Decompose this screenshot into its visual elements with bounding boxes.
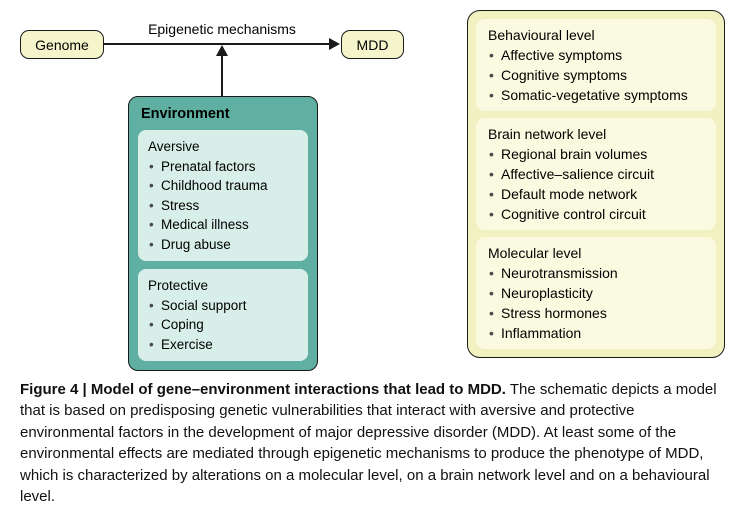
list-item: Affective–salience circuit <box>488 164 704 184</box>
brain-network-level-list: Regional brain volumes Affective–salienc… <box>488 144 704 224</box>
molecular-level-section: Molecular level Neurotransmission Neurop… <box>476 237 716 349</box>
list-item: Stress hormones <box>488 303 704 323</box>
molecular-level-title: Molecular level <box>488 245 582 261</box>
phenotype-box: Behavioural level Affective symptoms Cog… <box>467 10 725 358</box>
mdd-node: MDD <box>341 30 404 59</box>
list-item: Neurotransmission <box>488 263 704 283</box>
list-item: Drug abuse <box>148 235 298 255</box>
caption-body: The schematic depicts a model that is ba… <box>20 381 717 506</box>
protective-title: Protective <box>148 278 209 293</box>
caption-title: Figure 4 | Model of gene–environment int… <box>20 381 506 398</box>
mdd-label: MDD <box>356 36 389 53</box>
arrowhead-right-icon <box>329 38 340 50</box>
genome-to-mdd-arrow-line <box>103 43 330 45</box>
list-item: Coping <box>148 315 298 335</box>
genome-label: Genome <box>35 36 89 53</box>
list-item: Affective symptoms <box>488 45 704 65</box>
aversive-title: Aversive <box>148 139 200 154</box>
list-item: Childhood trauma <box>148 176 298 196</box>
molecular-level-list: Neurotransmission Neuroplasticity Stress… <box>488 263 704 343</box>
aversive-list: Prenatal factors Childhood trauma Stress… <box>148 157 298 255</box>
list-item: Medical illness <box>148 215 298 235</box>
list-item: Stress <box>148 196 298 216</box>
behavioural-level-title: Behavioural level <box>488 27 595 43</box>
behavioural-level-section: Behavioural level Affective symptoms Cog… <box>476 19 716 111</box>
list-item: Social support <box>148 296 298 316</box>
brain-network-level-title: Brain network level <box>488 126 607 142</box>
brain-network-level-section: Brain network level Regional brain volum… <box>476 118 716 230</box>
behavioural-level-list: Affective symptoms Cognitive symptoms So… <box>488 45 704 105</box>
epigenetic-mechanisms-label: Epigenetic mechanisms <box>148 21 296 37</box>
list-item: Exercise <box>148 335 298 355</box>
list-item: Cognitive control circuit <box>488 204 704 224</box>
environment-title: Environment <box>141 106 230 122</box>
list-item: Cognitive symptoms <box>488 65 704 85</box>
aversive-group: Aversive Prenatal factors Childhood trau… <box>138 130 308 261</box>
list-item: Somatic-vegetative symptoms <box>488 85 704 105</box>
protective-group: Protective Social support Coping Exercis… <box>138 269 308 361</box>
environment-to-arrow-line <box>221 54 223 96</box>
list-item: Prenatal factors <box>148 157 298 177</box>
environment-box: Environment Aversive Prenatal factors Ch… <box>128 96 318 371</box>
list-item: Inflammation <box>488 323 704 343</box>
arrowhead-up-icon <box>216 45 228 56</box>
list-item: Regional brain volumes <box>488 144 704 164</box>
list-item: Default mode network <box>488 184 704 204</box>
figure-caption: Figure 4 | Model of gene–environment int… <box>20 379 721 507</box>
protective-list: Social support Coping Exercise <box>148 296 298 355</box>
list-item: Neuroplasticity <box>488 283 704 303</box>
genome-node: Genome <box>20 30 104 59</box>
